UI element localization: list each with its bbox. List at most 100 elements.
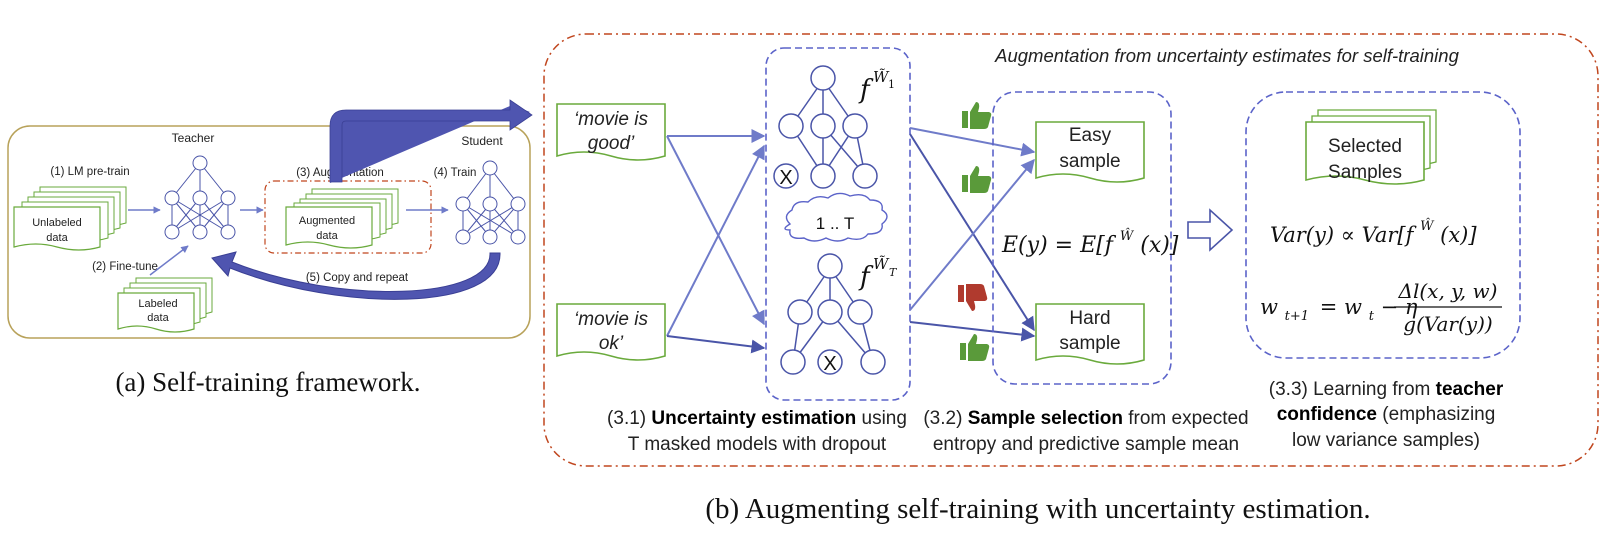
- caption-3-3-line2: confidence (emphasizing: [1277, 404, 1496, 425]
- input-good-line2: good’: [588, 133, 635, 154]
- labeled-text-2: data: [147, 312, 169, 324]
- caption-3-2-line1: (3.2) Sample selection from expected: [923, 408, 1248, 429]
- cap33-post: (emphasizing: [1377, 404, 1495, 425]
- model-1-sub: 1: [888, 78, 895, 91]
- update-denominator: g(Var(y)): [1403, 312, 1492, 336]
- update-w-sub: t+1: [1285, 309, 1309, 324]
- caption-3-3-line1: (3.3) Learning from teacher: [1269, 379, 1504, 400]
- augmented-data-stack: Augmented data: [285, 188, 399, 249]
- student-label: Student: [461, 134, 503, 148]
- cap31-pre: (3.1): [607, 408, 651, 429]
- var-main: Var(y) ∝ Var[f: [1270, 223, 1417, 247]
- selected-line2: Samples: [1328, 162, 1402, 183]
- thumbs-up-icon-3: [960, 334, 990, 361]
- expectation-equation: E(y) = E[f Ŵ (x)]: [1001, 221, 1179, 258]
- hard-sample-doc: Hard sample: [1035, 303, 1145, 365]
- cloud-label: 1 .. T: [816, 214, 854, 233]
- augmented-text-2: data: [316, 230, 338, 242]
- caption-3-1-line2: T masked models with dropout: [628, 434, 887, 455]
- unlabeled-data-stack: Unlabeled data: [13, 186, 127, 251]
- finetune-label: (2) Fine-tune: [92, 261, 158, 273]
- teacher-label: Teacher: [172, 131, 215, 145]
- model-1-w: W̃: [873, 68, 890, 86]
- panel-a: Teacher Student (1) LM pre-train (3) Aug…: [7, 99, 533, 397]
- arrow-good-to-modelT: [666, 135, 765, 326]
- teacher-network: [164, 155, 236, 240]
- dropout-x-icon: X: [779, 167, 792, 189]
- update-mid-sub: t: [1369, 309, 1375, 324]
- thumbs-up-icon: [962, 102, 992, 129]
- hard-line1: Hard: [1069, 308, 1110, 329]
- caption-3-1-line1: (3.1) Uncertainty estimation using: [607, 408, 907, 429]
- lm-pretrain-label: (1) LM pre-train: [50, 166, 129, 178]
- unlabeled-text-1: Unlabeled: [32, 217, 82, 229]
- panel-b-header: Augmentation from uncertainty estimates …: [994, 45, 1459, 66]
- panel-a-frame: [7, 125, 531, 339]
- augmentation-box: [264, 180, 432, 254]
- model-T-sub: T: [889, 266, 898, 279]
- selected-samples-stack: Selected Samples: [1305, 109, 1437, 185]
- input-ok-line2: ok’: [599, 333, 624, 354]
- hard-line2: sample: [1059, 333, 1120, 354]
- labeled-data-stack: Labeled data: [117, 277, 213, 333]
- copy-repeat-arrow: [211, 251, 501, 300]
- arrow-modelT-to-easy: [909, 158, 1035, 311]
- var-sup: Ŵ: [1420, 218, 1435, 234]
- selected-line1: Selected: [1328, 136, 1402, 157]
- update-equation-lhs: w t+1 = w t − η: [1260, 295, 1418, 325]
- hollow-right-arrow-icon: [1187, 208, 1234, 252]
- model-T-f: f: [858, 262, 874, 292]
- var-tail: (x)]: [1440, 223, 1477, 247]
- update-mid: = w: [1320, 295, 1362, 319]
- easy-sample-doc: Easy sample: [1035, 121, 1145, 183]
- cap32-bold: Sample selection: [968, 408, 1123, 429]
- block-arrow-body: [329, 99, 533, 183]
- thumbs-up-icon-2: [962, 166, 992, 193]
- cap32-post: from expected: [1123, 408, 1249, 429]
- thumbs-down-icon: [958, 284, 988, 311]
- augmented-text-1: Augmented: [299, 215, 355, 227]
- expect-sup: Ŵ: [1120, 228, 1135, 244]
- train-label: (4) Train: [434, 167, 477, 179]
- easy-line1: Easy: [1069, 125, 1112, 146]
- easy-line2: sample: [1059, 151, 1120, 172]
- cap31-bold: Uncertainty estimation: [651, 408, 856, 429]
- caption-3-2-line2: entropy and predictive sample mean: [933, 434, 1239, 455]
- student-network: [455, 160, 526, 245]
- input-doc-good: ‘movie is good’: [556, 103, 666, 161]
- input-ok-line1: ‘movie is: [574, 309, 648, 330]
- caption-3-3-line3: low variance samples): [1292, 430, 1480, 451]
- unlabeled-text-2: data: [46, 232, 68, 244]
- block-arrow-to-panel-b: [330, 104, 530, 183]
- input-good-line1: ‘movie is: [574, 109, 648, 130]
- update-w: w: [1260, 295, 1278, 319]
- variance-equation: Var(y) ∝ Var[f Ŵ (x)]: [1270, 211, 1477, 247]
- models-box: [765, 47, 911, 401]
- update-numerator: Δl(x, y, w): [1398, 279, 1498, 303]
- dropout-x-icon-2: X: [823, 353, 836, 375]
- arrow-ok-to-modelT: [666, 335, 766, 354]
- arrow-ok-to-model1: [666, 144, 765, 337]
- cap32-pre: (3.2): [923, 408, 967, 429]
- cap31-post: using: [856, 408, 907, 429]
- model-1-f: f: [858, 75, 874, 105]
- model-T-network: [780, 253, 886, 375]
- panel-b: Augmentation from uncertainty estimates …: [543, 33, 1599, 525]
- panel-a-caption: (a) Self-training framework.: [115, 367, 420, 397]
- labeled-text-1: Labeled: [138, 298, 177, 310]
- model-1-network: [773, 65, 878, 189]
- copy-repeat-label: (5) Copy and repeat: [306, 272, 409, 284]
- arrow-labeled-to-teacher: [149, 245, 189, 276]
- panel-b-frame: [543, 33, 1599, 467]
- cloud-shape: [784, 192, 888, 242]
- arrow-model1-to-hard: [909, 133, 1035, 332]
- cap33-bold: teacher: [1436, 379, 1504, 400]
- selection-box: [992, 91, 1172, 385]
- input-doc-ok: ‘movie is ok’: [556, 303, 666, 361]
- arrow-model1-to-easy: [909, 127, 1036, 157]
- arrow-modelT-to-hard: [909, 321, 1036, 342]
- cap33-pre: (3.3) Learning from: [1269, 379, 1436, 400]
- cap33-bold2: confidence: [1277, 404, 1377, 425]
- expect-tail: (x)]: [1140, 233, 1179, 258]
